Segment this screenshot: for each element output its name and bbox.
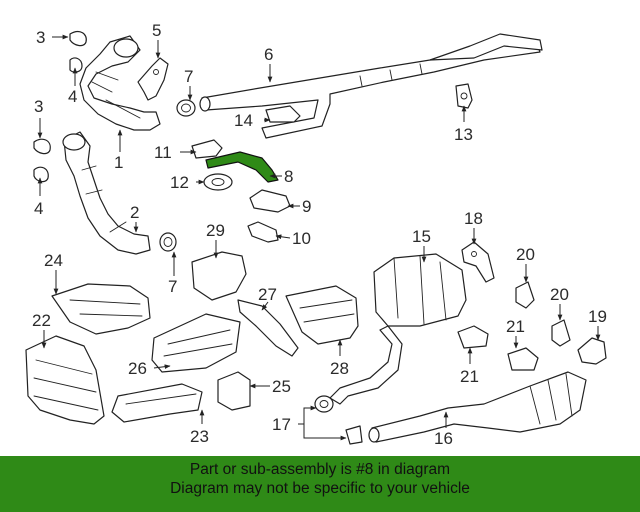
callout-23: 23 (190, 427, 209, 446)
callout-24: 24 (44, 251, 63, 270)
part-14-bracket (265, 105, 301, 123)
part-22-heat-shield (25, 335, 105, 425)
callout-7-upper: 7 (184, 67, 193, 86)
callout-16: 16 (434, 429, 453, 448)
exhaust-system-diagram: 3 4 5 6 7 3 4 1 2 7 14 13 11 8 12 9 10 2… (25, 21, 607, 448)
callout-4-lower: 4 (34, 199, 43, 218)
part-3-gasket-upper (69, 30, 87, 47)
callout-21-upper: 21 (506, 317, 525, 336)
part-18-hanger-bracket (461, 241, 495, 283)
part-23-heat-shield (111, 383, 203, 423)
callout-17: 17 (272, 415, 291, 434)
banner-line-disclaimer: Diagram may not be specific to your vehi… (170, 480, 470, 497)
callout-21-lower: 21 (460, 367, 479, 386)
callout-7-lower: 7 (168, 277, 177, 296)
banner-line-part-number: Part or sub-assembly is #8 in diagram (189, 461, 451, 478)
part-17-clamp-lower (345, 425, 363, 445)
callout-3-lower: 3 (34, 97, 43, 116)
callout-1: 1 (114, 153, 123, 172)
part-4-clamp-upper (69, 57, 83, 73)
part-25-heat-shield (217, 371, 251, 411)
info-banner: Part or sub-assembly is #8 in diagram Di… (0, 456, 640, 512)
part-7-clamp-upper (176, 99, 196, 117)
callout-28: 28 (330, 359, 349, 378)
part-26-heat-shield (151, 313, 241, 373)
callout-29: 29 (206, 221, 225, 240)
callout-19: 19 (588, 307, 607, 326)
part-20-isolator-upper (515, 281, 535, 309)
part-29-heat-shield (191, 251, 247, 301)
part-10-hanger (247, 221, 279, 243)
part-5-bracket (137, 57, 169, 101)
part-16-center-pipe-resonator (368, 371, 587, 443)
part-27-heat-shield (237, 299, 299, 357)
callout-labels: 3 4 5 6 7 3 4 1 2 7 14 13 11 8 12 9 10 2… (32, 21, 607, 448)
part-9-mount (249, 189, 291, 213)
callout-8: 8 (284, 167, 293, 186)
callout-20-upper: 20 (516, 245, 535, 264)
callout-3-upper: 3 (36, 28, 45, 47)
part-13-hanger (455, 83, 473, 109)
callout-9: 9 (302, 197, 311, 216)
part-19-hanger (577, 337, 607, 365)
callout-6: 6 (264, 45, 273, 64)
part-12-gasket (203, 173, 233, 191)
part-7-clamp-lower (159, 232, 177, 252)
callout-22: 22 (32, 311, 51, 330)
callout-2: 2 (130, 203, 139, 222)
leader-lines (37, 34, 601, 441)
callout-20-lower: 20 (550, 285, 569, 304)
part-28-heat-shield (285, 285, 359, 345)
part-2-catalytic-converter-lower (62, 131, 151, 255)
part-17-clamp-upper (314, 395, 334, 413)
callout-13: 13 (454, 125, 473, 144)
callout-5: 5 (152, 21, 161, 40)
callout-15: 15 (412, 227, 431, 246)
part-21-bracket-lower (507, 347, 539, 371)
part-20-isolator-lower (551, 319, 571, 347)
part-1-catalytic-converter-upper (79, 35, 161, 131)
part-4-clamp-lower (33, 166, 49, 183)
callout-27: 27 (258, 285, 277, 304)
part-11-bracket (191, 139, 223, 159)
part-3-gasket-lower (33, 138, 51, 155)
callout-14: 14 (234, 111, 253, 130)
callout-26: 26 (128, 359, 147, 378)
callout-11: 11 (154, 143, 172, 162)
callout-12: 12 (170, 173, 189, 192)
part-8-bracket-highlighted (205, 151, 279, 183)
callout-25: 25 (272, 377, 291, 396)
part-6-intermediate-pipe (199, 33, 543, 139)
part-21-bracket-upper (457, 325, 489, 349)
callout-10: 10 (292, 229, 311, 248)
part-24-heat-shield (51, 283, 151, 335)
callout-18: 18 (464, 209, 483, 228)
callout-4-upper: 4 (68, 87, 77, 106)
